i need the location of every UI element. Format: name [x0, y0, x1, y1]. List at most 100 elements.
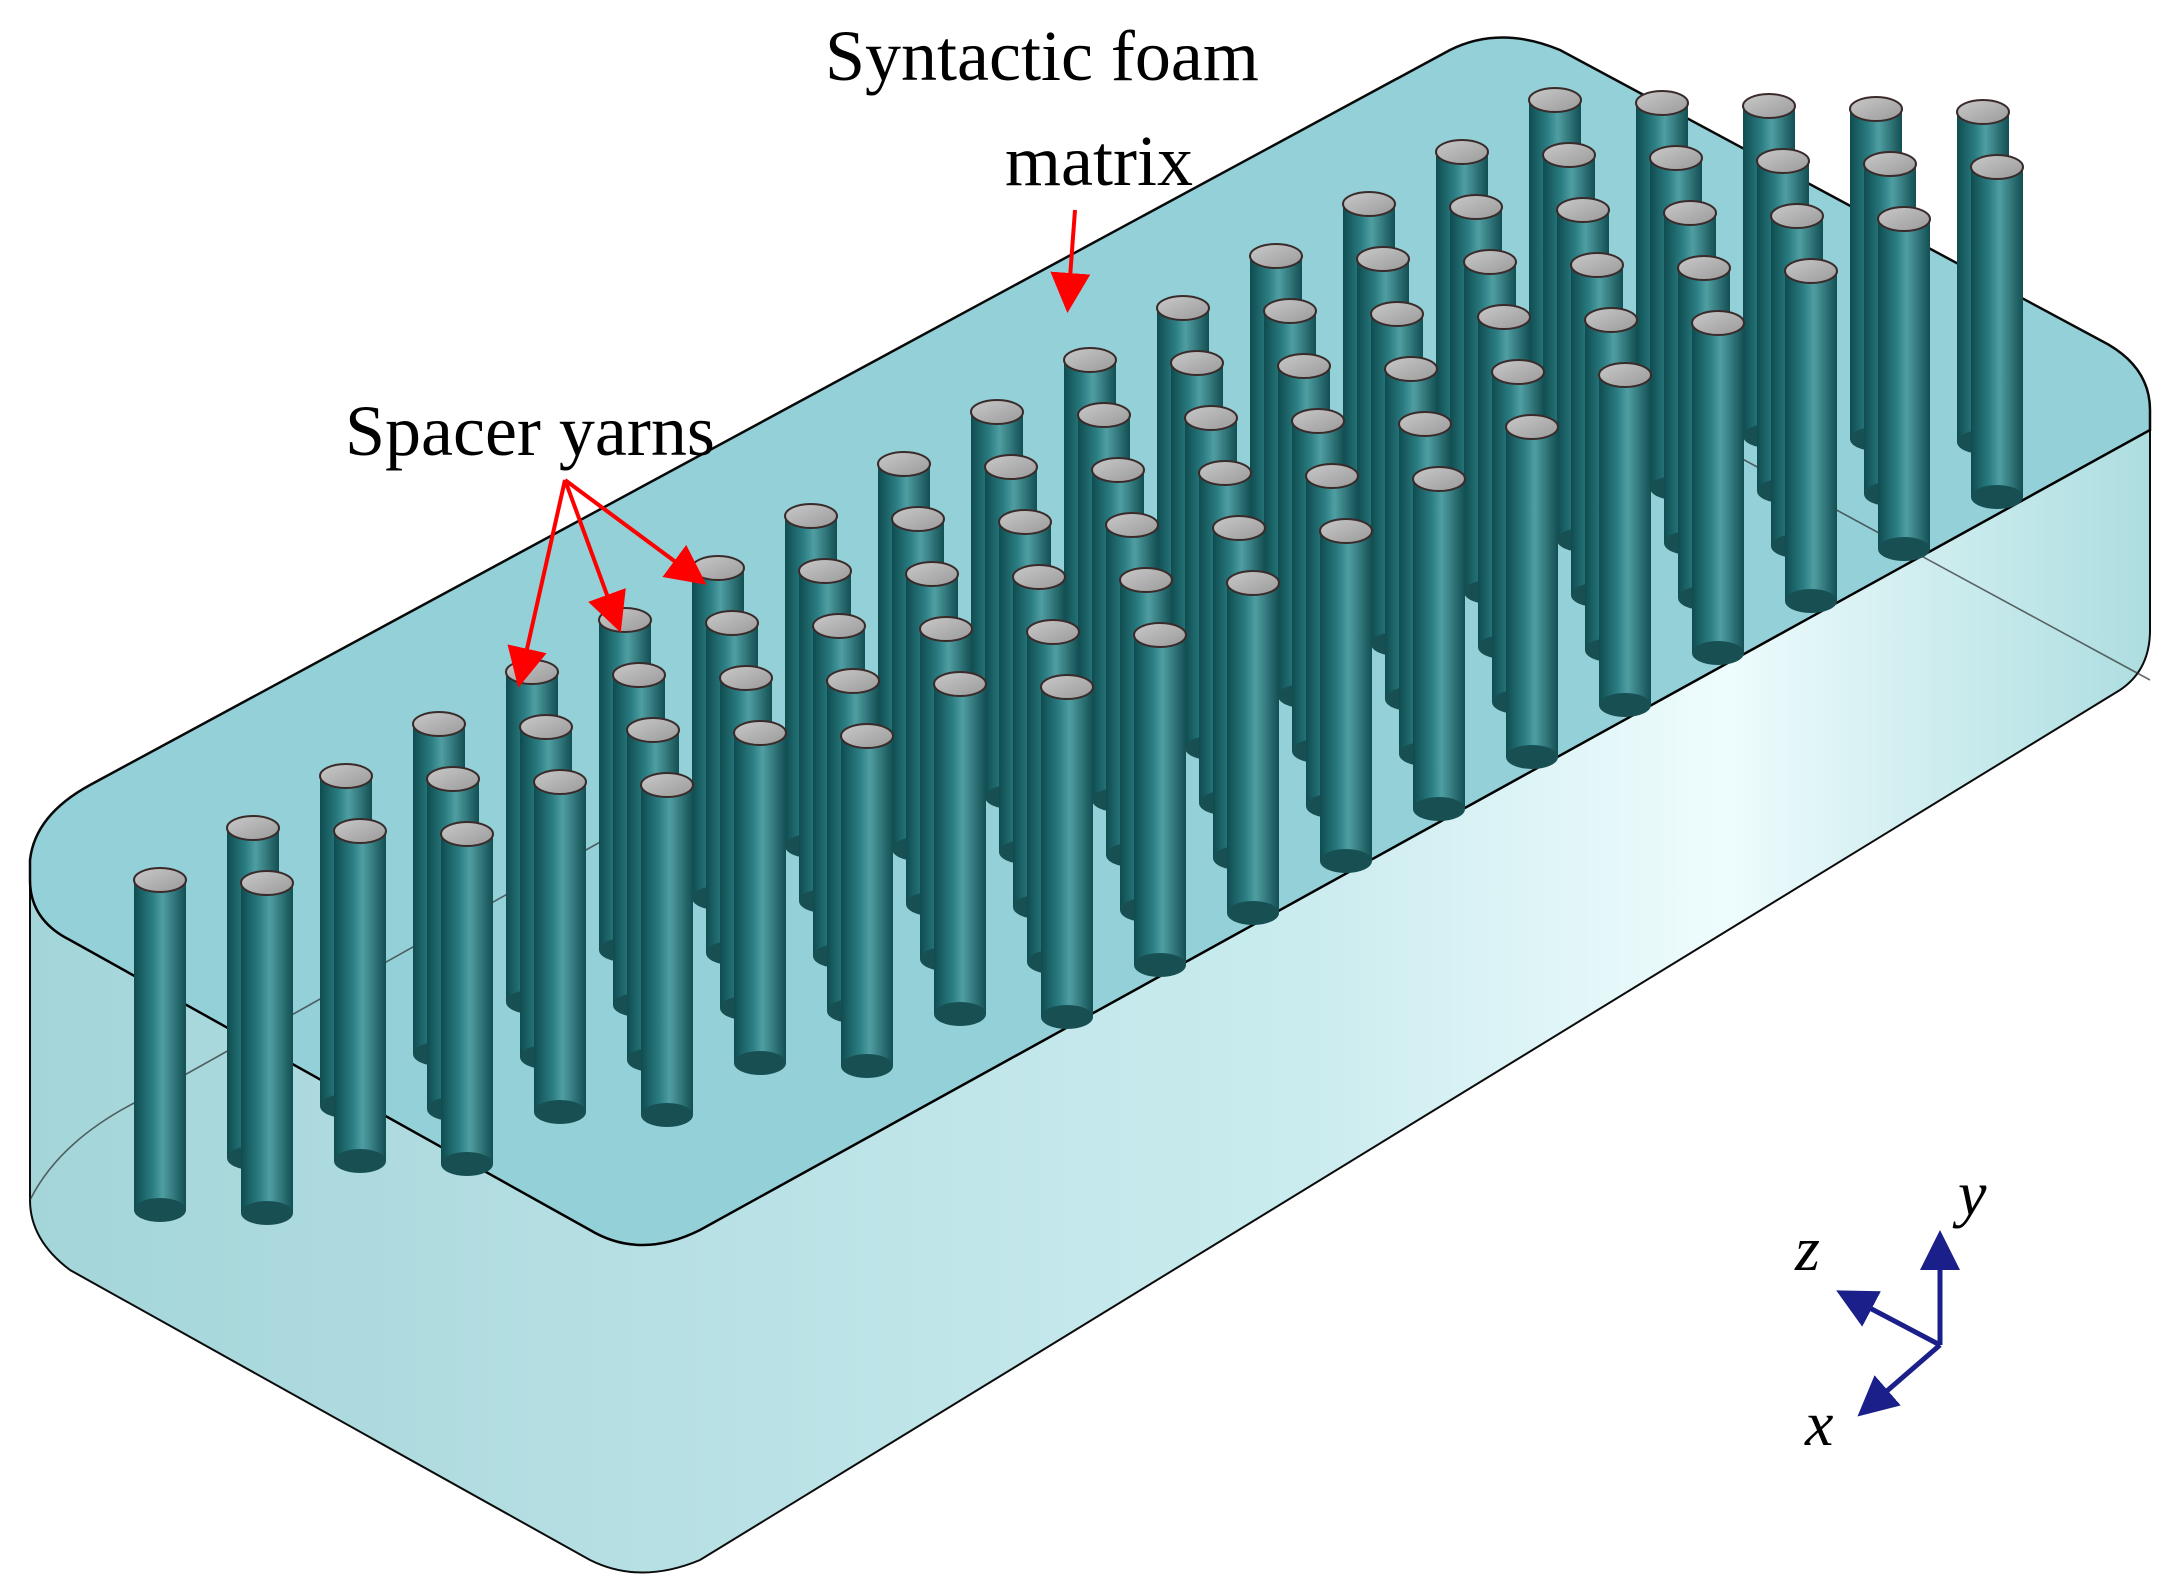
yarn-bottom — [1134, 953, 1186, 977]
coordinate-axes: y z x — [1794, 1158, 1987, 1459]
yarn-cap — [919, 616, 973, 642]
yarn-cap — [1863, 151, 1917, 177]
yarn-cap — [719, 665, 773, 691]
yarn-arrow-3 — [563, 478, 707, 585]
yarn-cap — [826, 668, 880, 694]
yarns-label: Spacer yarns — [345, 391, 715, 471]
yarn-cap — [440, 821, 494, 847]
yarn-cap — [1012, 564, 1066, 590]
yarn-cap — [1384, 356, 1438, 382]
yarn-cap — [1663, 200, 1717, 226]
yarn-cap — [970, 399, 1024, 425]
yarn-bottom — [841, 1054, 893, 1078]
spacer-yarn — [440, 821, 494, 1176]
spacer-yarn — [1970, 154, 2024, 509]
yarn-cap — [505, 659, 559, 685]
yarn-body — [1599, 375, 1651, 705]
yarn-cap — [240, 870, 294, 896]
yarn-cap — [598, 607, 652, 633]
yarn-cap — [1105, 512, 1159, 538]
spacer-yarn — [240, 870, 294, 1225]
spacer-yarn — [1133, 622, 1187, 977]
yarn-cap — [1505, 414, 1559, 440]
yarn-body — [441, 834, 493, 1164]
yarn-cap — [933, 671, 987, 697]
yarn-cap — [733, 720, 787, 746]
yarn-cap — [1477, 304, 1531, 330]
yarn-body — [1878, 219, 1930, 549]
yarn-bottom — [1971, 485, 2023, 509]
yarn-cap — [1249, 243, 1303, 269]
yarn-body — [734, 733, 786, 1063]
yarn-cap — [1770, 203, 1824, 229]
yarn-cap — [905, 561, 959, 587]
yarn-cap — [1528, 87, 1582, 113]
yarn-cap — [1184, 405, 1238, 431]
yarn-cap — [1091, 457, 1145, 483]
yarn-cap — [412, 711, 466, 737]
yarn-cap — [1956, 99, 2010, 125]
spacer-yarn — [1691, 310, 1745, 665]
yarn-cap — [1356, 246, 1410, 272]
yarn-cap — [1677, 255, 1731, 281]
spacer-yarn — [1505, 414, 1559, 769]
yarn-cap — [319, 763, 373, 789]
yarn-cap — [1077, 402, 1131, 428]
yarn-cap — [705, 610, 759, 636]
yarn-cap — [840, 723, 894, 749]
matrix-label-line2: matrix — [1005, 121, 1193, 201]
yarn-cap — [1784, 258, 1838, 284]
yarn-body — [1227, 583, 1279, 913]
yarn-cap — [1463, 249, 1517, 275]
yarn-cap — [1877, 206, 1931, 232]
yarn-cap — [1277, 353, 1331, 379]
z-axis-label: z — [1794, 1213, 1820, 1284]
yarn-body — [334, 831, 386, 1161]
yarn-cap — [1212, 515, 1266, 541]
yarn-bottom — [1320, 849, 1372, 873]
yarn-cap — [784, 503, 838, 529]
yarn-cap — [1226, 570, 1280, 596]
yarn-cap — [1170, 350, 1224, 376]
yarn-bottom — [1692, 641, 1744, 665]
yarn-cap — [1291, 408, 1345, 434]
yarn-bottom — [241, 1201, 293, 1225]
yarn-bottom — [1227, 901, 1279, 925]
yarn-body — [1971, 167, 2023, 497]
spacer-yarn — [840, 723, 894, 1078]
yarn-cap — [1133, 622, 1187, 648]
yarn-cap — [1970, 154, 2024, 180]
yarn-body — [841, 736, 893, 1066]
yarn-cap — [1412, 466, 1466, 492]
yarn-cap — [1649, 145, 1703, 171]
z-axis-arrow — [1836, 1290, 1942, 1348]
yarn-body — [1041, 687, 1093, 1017]
yarn-bottom — [1506, 745, 1558, 769]
spacer-yarn — [1040, 674, 1094, 1029]
x-axis-arrow — [1857, 1343, 1942, 1417]
yarn-cap — [691, 555, 745, 581]
yarn-bottom — [1599, 693, 1651, 717]
yarn-bottom — [1413, 797, 1465, 821]
yarn-cap — [877, 451, 931, 477]
yarn-cap — [1435, 139, 1489, 165]
spacer-yarn — [1412, 466, 1466, 821]
yarn-cap — [1342, 191, 1396, 217]
yarn-bottom — [1878, 537, 1930, 561]
yarn-bottom — [934, 1002, 986, 1026]
yarn-cap — [626, 717, 680, 743]
yarn-cap — [1849, 96, 1903, 122]
x-axis-label: x — [1804, 1388, 1833, 1459]
yarn-cap — [1119, 567, 1173, 593]
spacer-yarn — [133, 867, 187, 1222]
yarn-bottom — [441, 1152, 493, 1176]
yarn-cap — [533, 769, 587, 795]
yarn-cap — [612, 662, 666, 688]
yarn-cap — [1756, 148, 1810, 174]
yarn-arrow-1 — [507, 479, 567, 688]
yarn-cap — [1491, 359, 1545, 385]
yarn-arrow-2 — [563, 479, 626, 633]
yarn-cap — [1263, 298, 1317, 324]
yarn-body — [134, 880, 186, 1210]
